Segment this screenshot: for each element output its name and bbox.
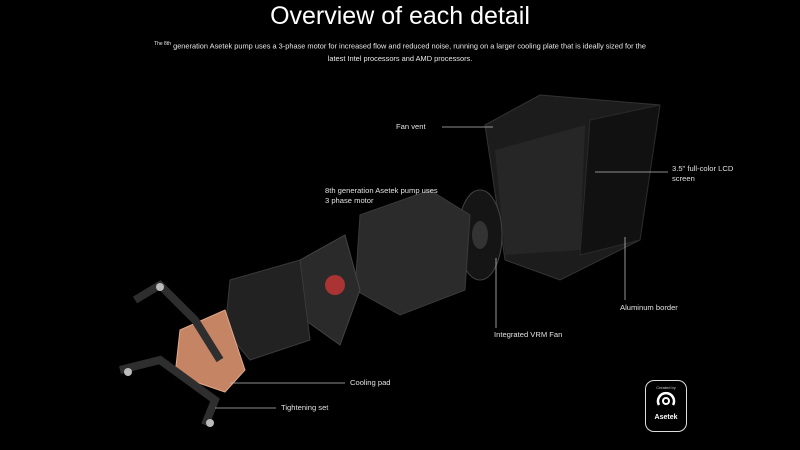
callout-fan-vent: Fan vent: [396, 122, 426, 131]
asetek-badge: Created by Asetek: [645, 380, 687, 432]
subtitle-superscript: The 8th: [154, 41, 172, 47]
page-title: Overview of each detail: [270, 2, 530, 30]
callout-lines: [215, 126, 668, 409]
callout-aluminum-border: Aluminum border: [620, 303, 678, 312]
badge-brand: Asetek: [654, 414, 678, 421]
page-subtitle: The 8th generation Asetek pump uses a 3-…: [150, 38, 650, 65]
subtitle-text: generation Asetek pump uses a 3-phase mo…: [173, 41, 646, 64]
callout-tightening-set: Tightening set: [281, 403, 329, 412]
tightening-arms: [119, 279, 224, 427]
mounting-bracket: [224, 259, 311, 361]
badge-caption: Created by: [656, 385, 676, 390]
pump-block: [299, 189, 471, 346]
asetek-logo-icon: [656, 391, 676, 406]
callout-cooling-pad: Cooling pad: [350, 378, 391, 387]
callout-vrm-fan: Integrated VRM Fan: [494, 330, 563, 339]
lcd-pump-housing: [484, 94, 661, 281]
callout-lcd-screen: 3.5" full-color LCD screen: [672, 164, 734, 183]
callout-pump: 8th generation Asetek pump uses 3 phase …: [325, 186, 438, 205]
